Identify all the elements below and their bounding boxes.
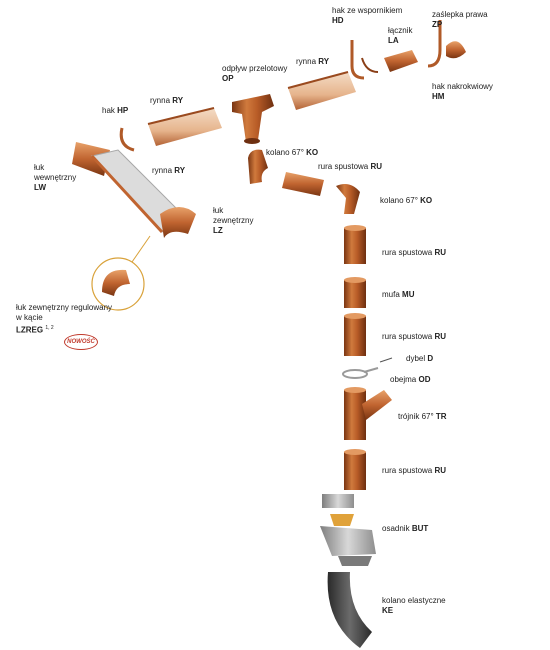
- label-rura-2: rura spustowa RU: [382, 248, 447, 257]
- bracket-od-part: [342, 367, 379, 379]
- label-kolano-elastyczne-code: KE: [382, 606, 394, 615]
- outer-corner-lz-part: [160, 207, 196, 238]
- pipe-ru-2-part: [344, 225, 366, 264]
- inner-corner-lw-part: [72, 142, 110, 176]
- elbow-ko-top-part: [248, 149, 268, 184]
- trap-but-part: [320, 494, 376, 566]
- pipe-ru-3-part: [344, 313, 366, 356]
- label-kolano-67-top: kolano 67° KO: [266, 148, 319, 157]
- label-obejma: obejma OD: [390, 375, 431, 384]
- label-kolano-elastyczne: kolano elastyczne: [382, 596, 446, 605]
- hook-hd-part: [350, 40, 379, 80]
- label-rynna-top: rynna RY: [296, 57, 330, 66]
- label-rura-3: rura spustowa RU: [382, 332, 447, 341]
- label-rynna-mid: rynna RY: [150, 96, 184, 105]
- flexible-elbow-ke-part: [327, 572, 372, 648]
- label-rura-top: rura spustowa RU: [318, 162, 383, 171]
- gutter-ry-mid-part: [147, 107, 222, 146]
- pipe-ru-top-part: [282, 172, 324, 196]
- label-dybel: dybel D: [406, 354, 434, 363]
- label-trojnik: trójnik 67° TR: [398, 412, 447, 421]
- dowel-d-part: [379, 357, 393, 363]
- label-mufa: mufa MU: [382, 290, 415, 299]
- coupler-mu-part: [344, 277, 366, 308]
- hook-hm-part: [427, 20, 442, 68]
- new-badge: NOWOŚĆ: [64, 334, 98, 350]
- end-cap-zp-part: [446, 41, 466, 59]
- connector-la-part: [384, 50, 418, 72]
- label-rynna-low: rynna RY: [152, 166, 186, 175]
- label-kolano-67-right: kolano 67° KO: [380, 196, 433, 205]
- outlet-op-part: [232, 94, 274, 144]
- label-osadnik: osadnik BUT: [382, 524, 429, 533]
- lzreg-callout: [91, 235, 151, 311]
- label-rura-4: rura spustowa RU: [382, 466, 447, 475]
- tee-tr-part: [344, 387, 392, 440]
- elbow-ko-right-part: [336, 184, 360, 214]
- label-hak-hp: hak HP: [102, 106, 129, 115]
- hook-hp-part: [119, 127, 135, 152]
- gutter-ry-top-part: [287, 71, 356, 110]
- pipe-ru-4-part: [344, 449, 366, 490]
